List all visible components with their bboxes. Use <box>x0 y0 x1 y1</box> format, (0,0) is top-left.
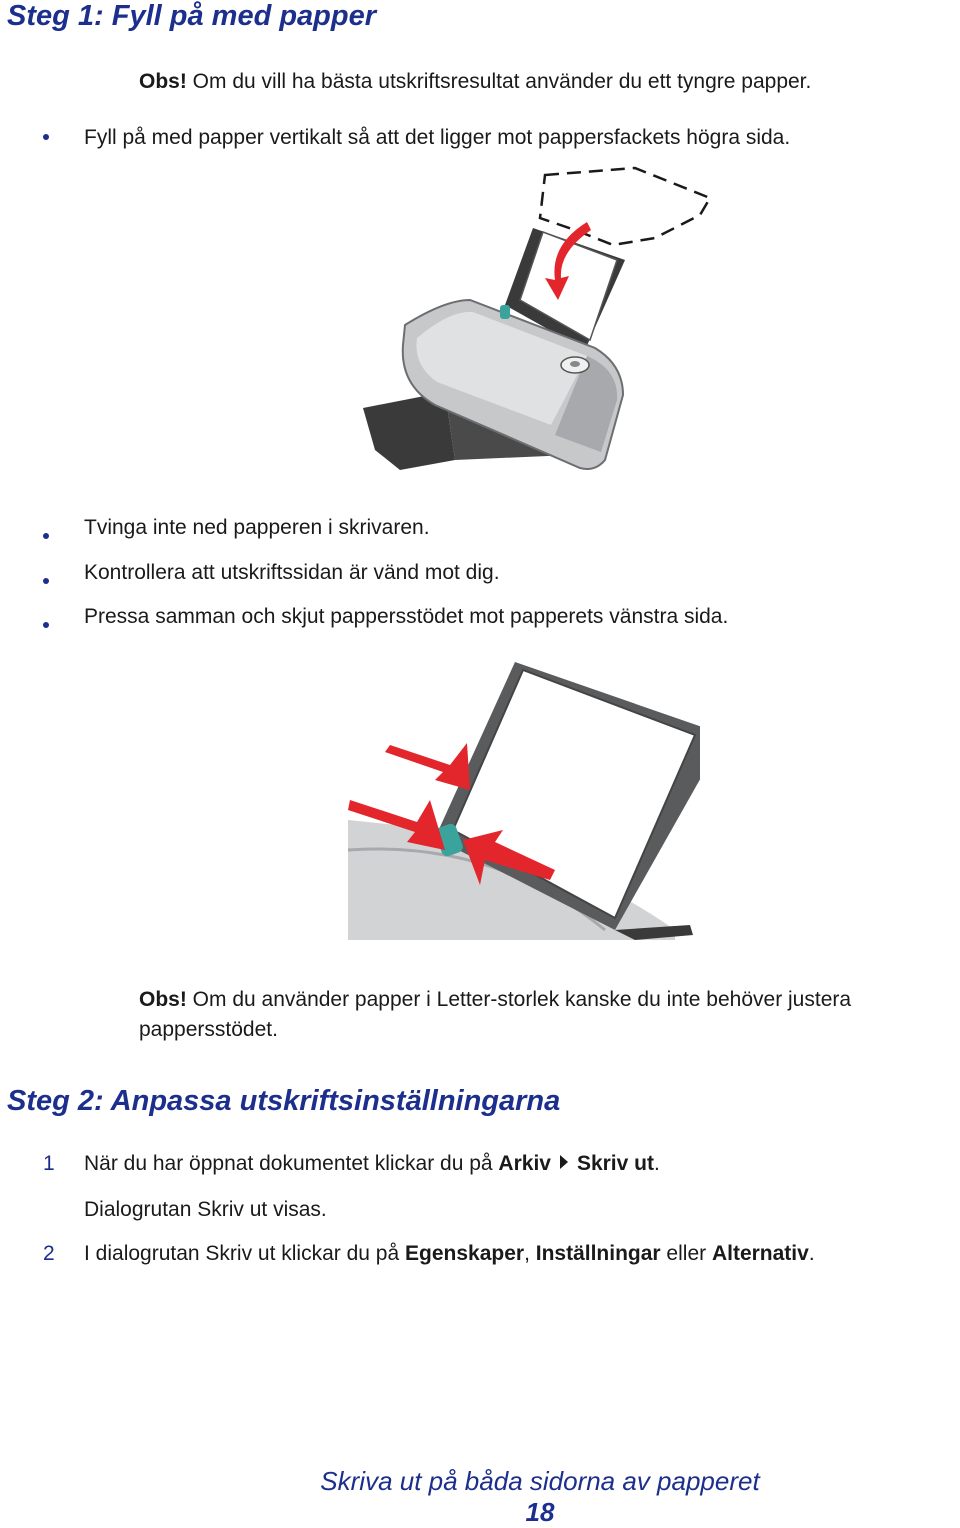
note-label: Obs! <box>139 988 187 1011</box>
arrow-right-icon <box>385 743 470 790</box>
step-text: I dialogrutan Skriv ut klickar du på <box>84 1242 405 1265</box>
step-text: eller <box>660 1242 712 1265</box>
step-number: 2 <box>43 1242 55 1265</box>
step-sub-dialog-shown: Dialogrutan Skriv ut visas. <box>84 1198 327 1221</box>
step-text: , <box>524 1242 536 1265</box>
bullet-dot <box>43 134 49 140</box>
arrow-left-icon <box>463 830 555 885</box>
insert-arrow-icon <box>545 222 591 300</box>
bullet-dot <box>43 533 49 539</box>
note-heavy-paper: Obs! Om du vill ha bästa utskriftsresult… <box>139 67 959 97</box>
step-text: . <box>808 1242 815 1265</box>
step-number: 1 <box>43 1152 55 1175</box>
step-item-open-print: När du har öppnat dokumentet klickar du … <box>84 1150 660 1177</box>
menu-skriv-ut: Skriv ut <box>576 1152 654 1175</box>
footer-title: Skriva ut på båda sidorna av papperet <box>320 1466 760 1496</box>
step-text: . <box>653 1152 660 1175</box>
bullet-paper-guide: Pressa samman och skjut pappersstödet mo… <box>84 605 729 628</box>
note-text: Om du använder papper i Letter-storlek k… <box>139 988 852 1041</box>
output-tray <box>363 392 455 470</box>
step1-heading: Steg 1: Fyll på med papper <box>7 0 377 32</box>
option-egenskaper: Egenskaper <box>405 1242 525 1265</box>
menu-arkiv: Arkiv <box>498 1152 551 1175</box>
bullet-dot <box>43 622 49 628</box>
paper-outline-dashed <box>538 166 712 247</box>
step-item-properties: I dialogrutan Skriv ut klickar du på Ege… <box>84 1240 815 1267</box>
step2-heading: Steg 2: Anpassa utskriftsinställningarna <box>7 1085 561 1117</box>
option-installningar: Inställningar <box>535 1242 661 1265</box>
option-alternativ: Alternativ <box>711 1242 809 1265</box>
note-label: Obs! <box>139 70 187 93</box>
paper-guide-illustration <box>347 662 700 940</box>
bullet-no-force: Tvinga inte ned papperen i skrivaren. <box>84 516 430 539</box>
arrow-right-icon <box>348 800 445 850</box>
bullet-print-side: Kontrollera att utskriftssidan är vänd m… <box>84 561 500 584</box>
step-text: När du har öppnat dokumentet klickar du … <box>84 1152 499 1175</box>
paper-guide <box>500 305 510 319</box>
page-number: 18 <box>525 1497 555 1527</box>
printer-button <box>570 361 580 367</box>
paper-sheet <box>519 231 618 342</box>
bullet-dot <box>43 578 49 584</box>
paper-support-edge <box>615 925 693 940</box>
printer-top-cover <box>416 311 587 425</box>
note-letter-size: Obs! Om du använder papper i Letter-stor… <box>139 985 959 1045</box>
printer-side <box>555 356 618 452</box>
bullet-load-paper: Fyll på med papper vertikalt så att det … <box>84 126 791 149</box>
triangle-right-icon <box>559 1155 568 1169</box>
note-text: Om du vill ha bästa utskriftsresultat an… <box>186 70 812 93</box>
printer-loading-illustration <box>363 166 712 470</box>
